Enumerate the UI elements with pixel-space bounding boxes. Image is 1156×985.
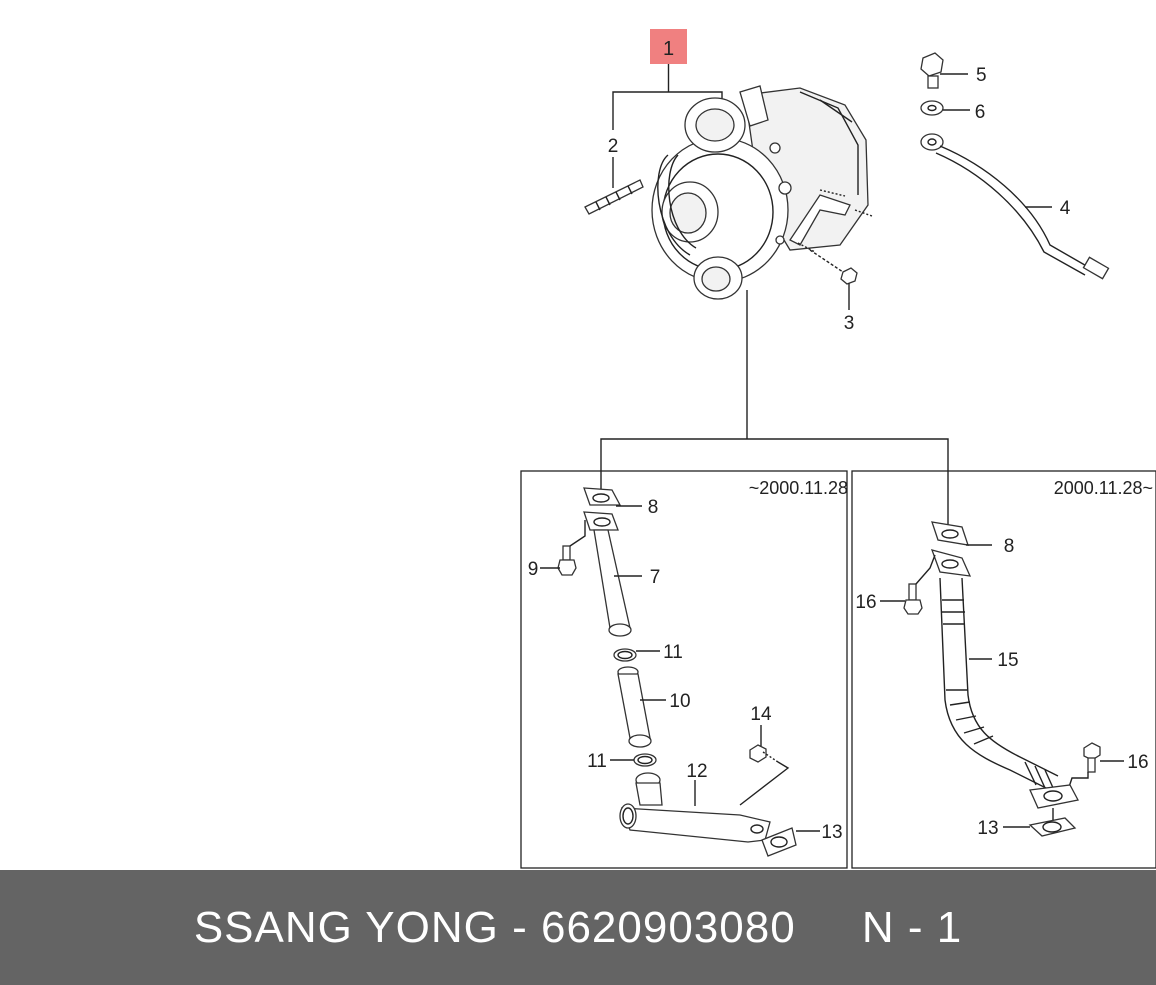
gasket-part-8-right[interactable] — [931, 521, 969, 546]
o-ring-part-11-upper[interactable] — [613, 648, 637, 662]
callout-2[interactable]: 2 — [608, 136, 619, 157]
parts-diagram: 1 — [520, 29, 1156, 869]
gasket-part-13-right[interactable] — [1028, 808, 1077, 837]
pipe-flange-right[interactable] — [1029, 784, 1079, 809]
callout-14[interactable]: 14 — [750, 704, 772, 725]
stud-part-2[interactable] — [584, 179, 644, 215]
callout-1-leaders — [612, 64, 723, 130]
right-panel: 2000.11.28~ 8 15 — [851, 470, 1156, 869]
right-panel-date: 2000.11.28~ — [1054, 478, 1153, 498]
bolt-part-16-lower[interactable] — [1067, 742, 1101, 791]
callout-16-lower[interactable]: 16 — [1127, 752, 1148, 773]
pipe-part-15[interactable] — [930, 549, 1059, 791]
panel-branch-leader — [600, 290, 949, 530]
callout-5[interactable]: 5 — [976, 65, 987, 86]
left-panel: ~2000.11.28 8 7 9 11 — [520, 470, 848, 869]
callout-15[interactable]: 15 — [997, 650, 1018, 671]
callout-13-right[interactable]: 13 — [977, 818, 998, 839]
part-number: 6620903080 — [540, 902, 796, 952]
gasket-part-8-left[interactable] — [583, 487, 622, 506]
bolt-part-14[interactable] — [739, 744, 790, 806]
footer-gap — [796, 903, 862, 952]
callout-3[interactable]: 3 — [844, 313, 855, 334]
oil-feed-pipe-part-4[interactable] — [920, 133, 1110, 280]
callout-1-label: 1 — [663, 38, 674, 60]
callout-16-upper[interactable]: 16 — [855, 592, 876, 613]
callout-13-left[interactable]: 13 — [821, 822, 842, 843]
callout-8-right[interactable]: 8 — [1004, 536, 1015, 557]
turbocharger-part[interactable] — [651, 85, 873, 300]
callout-11-upper[interactable]: 11 — [663, 642, 683, 663]
callout-4[interactable]: 4 — [1060, 198, 1071, 219]
callout-8-left[interactable]: 8 — [648, 497, 659, 518]
selected-highlight — [650, 29, 687, 64]
brand-name: SSANG YONG — [193, 902, 499, 952]
pipe-part-10[interactable] — [617, 666, 652, 748]
callout-10[interactable]: 10 — [669, 691, 690, 712]
callout-12[interactable]: 12 — [686, 761, 707, 782]
bolt-part-16-upper[interactable] — [903, 554, 936, 615]
o-ring-part-11-lower[interactable] — [633, 753, 657, 767]
footer-bar: SSANG YONG - 6620903080 N - 1 — [0, 870, 1156, 985]
washer-part-6[interactable] — [920, 100, 944, 116]
callout-7[interactable]: 7 — [650, 567, 661, 588]
callout-11-lower[interactable]: 11 — [587, 751, 607, 772]
left-panel-date: ~2000.11.28 — [749, 478, 848, 498]
nut-part-3[interactable] — [809, 249, 858, 285]
callout-9[interactable]: 9 — [528, 559, 539, 580]
bolt-part-9[interactable] — [557, 520, 586, 576]
callout-1-selected[interactable]: 1 — [650, 29, 687, 64]
gasket-part-13-left[interactable] — [761, 827, 797, 857]
callout-6[interactable]: 6 — [975, 102, 986, 123]
pipe-part-7[interactable] — [583, 511, 632, 637]
footer-caption: SSANG YONG - 6620903080 N - 1 — [194, 903, 962, 953]
banjo-bolt-part-5[interactable] — [920, 52, 944, 89]
page-reference: N - 1 — [861, 902, 963, 952]
footer-separator: - — [498, 902, 541, 952]
